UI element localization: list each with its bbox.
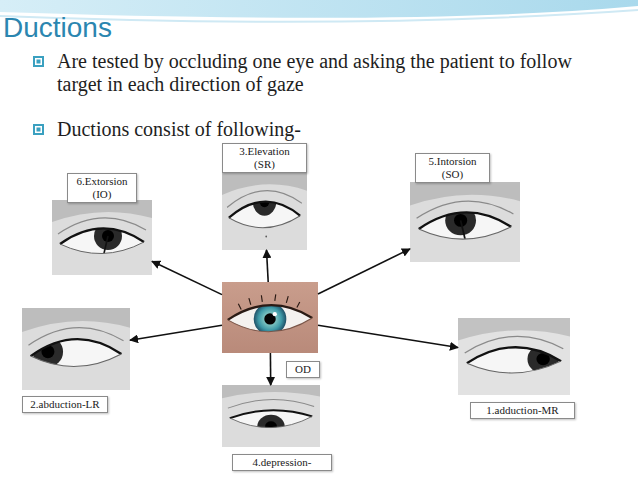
eye-photo bbox=[458, 318, 570, 395]
label-text: 2.abduction-LR bbox=[26, 398, 104, 411]
bullet-text: Are tested by occluding one eye and aski… bbox=[57, 50, 605, 96]
arrow-connector bbox=[318, 249, 410, 294]
bullet-square bbox=[34, 57, 43, 66]
eye-photo bbox=[222, 385, 320, 447]
eye-photo bbox=[22, 308, 130, 390]
slide-title: Ductions bbox=[3, 11, 112, 45]
eye-view-node: 5.Intorsion (SO) bbox=[410, 182, 520, 262]
eye-view-node: 4.depression- bbox=[222, 385, 320, 447]
arrow-connector bbox=[270, 353, 272, 385]
label-box: 1.adduction-MR bbox=[470, 402, 575, 419]
arrow-connector bbox=[267, 250, 269, 282]
label-box: 4.depression- bbox=[232, 454, 332, 471]
eye-photo bbox=[222, 172, 307, 250]
bullet-square bbox=[37, 60, 41, 64]
eye-view-node: 6.Extorsion (IO) bbox=[52, 200, 152, 275]
label-box: 6.Extorsion (IO) bbox=[67, 173, 137, 203]
arrow-connector bbox=[152, 261, 222, 294]
arrow-connector bbox=[318, 325, 458, 347]
eye-view-node: 1.adduction-MR bbox=[458, 318, 570, 395]
label-text: OD bbox=[290, 363, 316, 376]
label-text: 1.adduction-MR bbox=[474, 404, 571, 417]
label-text: 6.Extorsion (IO) bbox=[73, 175, 131, 201]
bullet-square bbox=[34, 125, 43, 134]
center-eye-photo bbox=[222, 282, 318, 353]
eye-view-node: 3.Elevation (SR) bbox=[222, 172, 307, 250]
eye-photo bbox=[410, 182, 520, 262]
eye-view-node: 2.abduction-LR bbox=[22, 308, 130, 390]
label-text: 4.depression- bbox=[236, 456, 328, 469]
label-box: 3.Elevation (SR) bbox=[222, 143, 307, 173]
label-text: 5.Intorsion (SO) bbox=[424, 155, 482, 181]
bullet-square bbox=[37, 128, 41, 132]
bullet-text: Ductions consist of following- bbox=[57, 118, 605, 141]
label-box: 5.Intorsion (SO) bbox=[415, 153, 490, 183]
arrow-connector bbox=[130, 325, 222, 340]
bullet-markers bbox=[30, 50, 54, 150]
label-box: 2.abduction-LR bbox=[22, 396, 108, 413]
eye-photo bbox=[52, 200, 152, 275]
label-text: 3.Elevation (SR) bbox=[235, 145, 295, 171]
eye-view-node: OD bbox=[222, 282, 318, 353]
label-box: OD bbox=[286, 361, 320, 378]
